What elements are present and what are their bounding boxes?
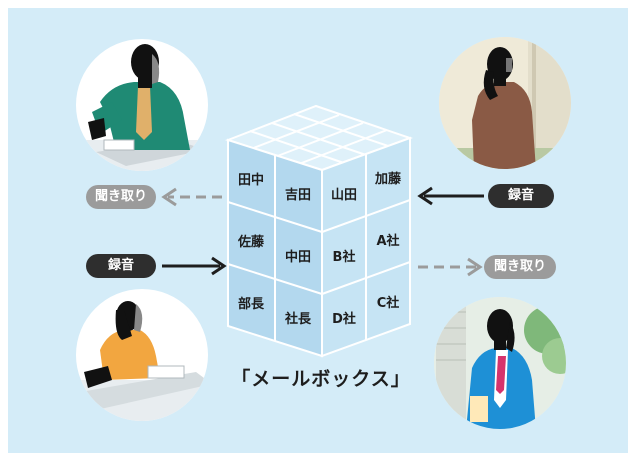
- mailbox-cell: 中田: [285, 249, 311, 265]
- mailbox-title: 「メールボックス」: [231, 368, 411, 390]
- mailbox-cell: 佐藤: [237, 234, 265, 250]
- mailbox-cell: 吉田: [285, 188, 311, 203]
- mailbox-cell: C社: [377, 295, 400, 311]
- mailbox-cell: 田中: [238, 172, 264, 188]
- mailbox-cell: 山田: [331, 187, 357, 203]
- listen-arrow-left: [161, 187, 222, 207]
- record-arrow-left-in: [162, 256, 227, 276]
- record-tag-right: 録音: [488, 184, 554, 208]
- woman-on-phone-at-desk-icon: [76, 289, 208, 421]
- record-arrow-right-in: [417, 186, 484, 206]
- mailbox-cell: 部長: [238, 296, 265, 312]
- mailbox-cell: 社長: [284, 311, 312, 327]
- listen-tag-right: 聞き取り: [484, 255, 556, 279]
- mailbox-cube: 田中 吉田 山田 加藤 佐藤 中田 B社 A社 部長 社長 D社 C社: [224, 104, 414, 358]
- mailbox-cell: B社: [333, 249, 356, 265]
- businessman-on-phone-icon: [434, 297, 566, 429]
- person-on-phone-standing-icon: [439, 37, 571, 169]
- person-on-phone-at-desk-icon: [76, 39, 208, 171]
- mailbox-cell: 加藤: [374, 171, 402, 187]
- mailbox-cell: D社: [332, 311, 356, 327]
- record-tag-left: 録音: [86, 254, 156, 278]
- listen-tag-left: 聞き取り: [86, 185, 156, 209]
- listen-arrow-right: [418, 257, 483, 277]
- mailbox-cell: A社: [376, 233, 399, 249]
